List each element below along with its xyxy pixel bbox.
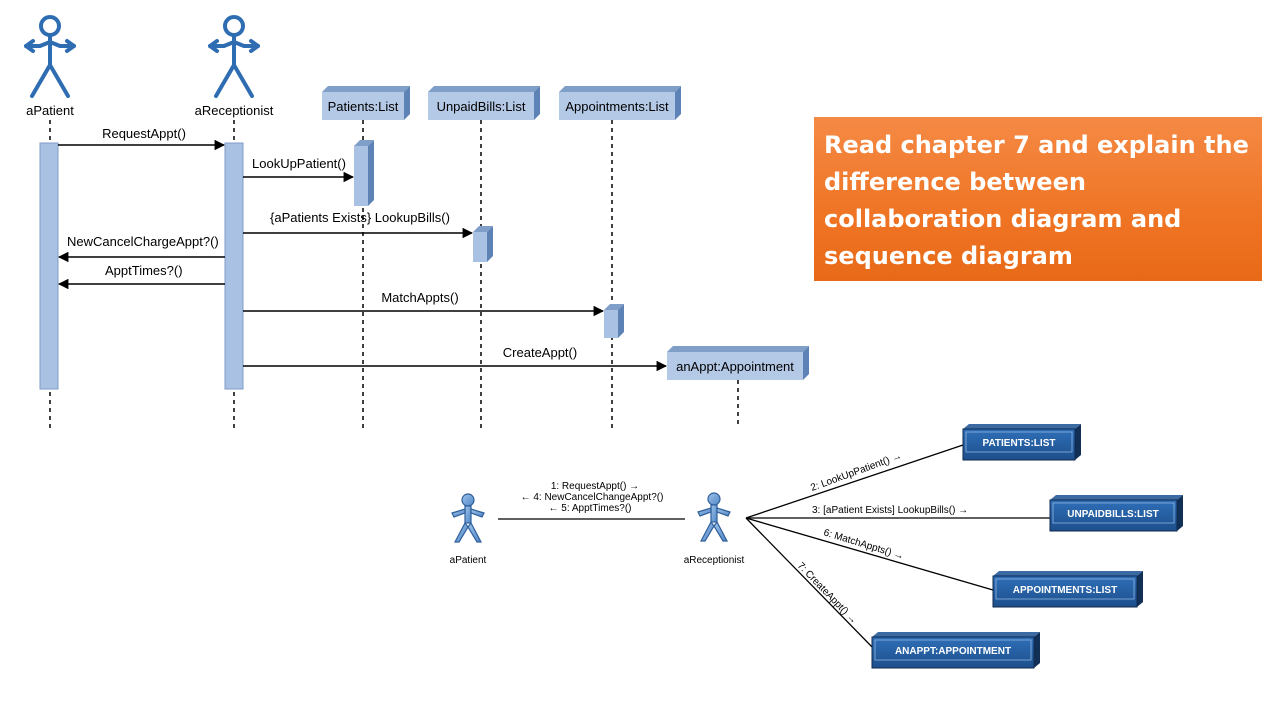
sequence-message-lookuppatient: LookUpPatient() bbox=[243, 156, 355, 183]
stick-figure-icon bbox=[208, 15, 260, 98]
sequence-diagram: aPatient aReceptionist Patients:List bbox=[24, 15, 809, 428]
sequence-actor-receptionist: aReceptionist bbox=[195, 15, 274, 118]
object-label: UnpaidBills:List bbox=[437, 99, 526, 114]
message-label-lookuppatient: 2: LookUpPatient() → bbox=[809, 451, 903, 494]
collab-object-patients-list: PATIENTS:LIST bbox=[962, 424, 1081, 461]
object-box-patients-list: Patients:List bbox=[322, 86, 410, 120]
actor-label: aReceptionist bbox=[195, 103, 274, 118]
activation-bars bbox=[39, 140, 624, 390]
object-box-unpaidbills-list: UnpaidBills:List bbox=[428, 86, 540, 120]
collab-object-appointment: ANAPPT:APPOINTMENT bbox=[871, 632, 1040, 669]
message-label: CreateAppt() bbox=[503, 345, 577, 360]
message-label: NewCancelChargeAppt?() bbox=[67, 234, 219, 249]
object-box-appointments-list: Appointments:List bbox=[559, 86, 681, 120]
sequence-message-appttimes: ApptTimes?() bbox=[57, 263, 225, 290]
object-label: Patients:List bbox=[328, 99, 399, 114]
object-label: anAppt:Appointment bbox=[676, 359, 794, 374]
actor-label: aPatient bbox=[26, 103, 74, 118]
sequence-message-newcancelchargeappt: NewCancelChargeAppt?() bbox=[57, 234, 225, 263]
object-label: UNPAIDBILLS:LIST bbox=[1067, 509, 1158, 520]
collaboration-links bbox=[498, 444, 1050, 651]
stick-figure-icon bbox=[24, 15, 76, 98]
actor-label: aReceptionist bbox=[684, 555, 745, 566]
stick-figure-icon bbox=[451, 493, 485, 543]
message-label: ← 5: ApptTimes?() bbox=[549, 503, 632, 514]
actor-label: aPatient bbox=[450, 555, 487, 566]
sequence-message-requestappt: RequestAppt() bbox=[58, 126, 226, 151]
message-label: ApptTimes?() bbox=[105, 263, 183, 278]
collaboration-diagram: aPatient aReceptionist 1: RequestAppt() … bbox=[450, 424, 1183, 669]
sequence-actor-patient: aPatient bbox=[24, 15, 76, 118]
message-label: LookUpPatient() bbox=[252, 156, 346, 171]
object-label: APPOINTMENTS:LIST bbox=[1013, 585, 1117, 596]
collab-object-appointments-list: APPOINTMENTS:LIST bbox=[992, 571, 1143, 608]
object-label: Appointments:List bbox=[565, 99, 669, 114]
stick-figure-icon bbox=[697, 492, 731, 542]
message-label: ← 4: NewCancelChangeAppt?() bbox=[521, 492, 664, 503]
collab-object-unpaidbills-list: UNPAIDBILLS:LIST bbox=[1049, 495, 1183, 532]
object-label: PATIENTS:LIST bbox=[983, 438, 1056, 449]
message-label: RequestAppt() bbox=[102, 126, 186, 141]
instruction-text: Read chapter 7 and explain the differenc… bbox=[824, 131, 1249, 270]
sequence-message-matchappts: MatchAppts() bbox=[243, 290, 605, 317]
message-label: {aPatients Exists} LookupBills() bbox=[270, 210, 450, 225]
object-label: ANAPPT:APPOINTMENT bbox=[895, 646, 1011, 657]
collaboration-actor-patient: aPatient bbox=[450, 493, 487, 566]
message-label: MatchAppts() bbox=[381, 290, 458, 305]
message-label-matchappts: 6: MatchAppts() → bbox=[822, 527, 905, 562]
collaboration-patient-messages: 1: RequestAppt() → ← 4: NewCancelChangeA… bbox=[521, 481, 664, 514]
object-box-appointment: anAppt:Appointment bbox=[667, 346, 809, 380]
sequence-message-createappt: CreateAppt() bbox=[243, 345, 668, 372]
message-label-lookupbills: 3: [aPatient Exists] LookupBills() → bbox=[812, 505, 968, 516]
instruction-callout: Read chapter 7 and explain the differenc… bbox=[814, 117, 1262, 281]
collaboration-actor-receptionist: aReceptionist bbox=[684, 492, 745, 566]
sequence-message-lookupbills: {aPatients Exists} LookupBills() bbox=[243, 210, 474, 239]
message-label: 1: RequestAppt() → bbox=[551, 481, 639, 492]
message-label-createappt: 7: CreateAppt() → bbox=[795, 560, 859, 626]
